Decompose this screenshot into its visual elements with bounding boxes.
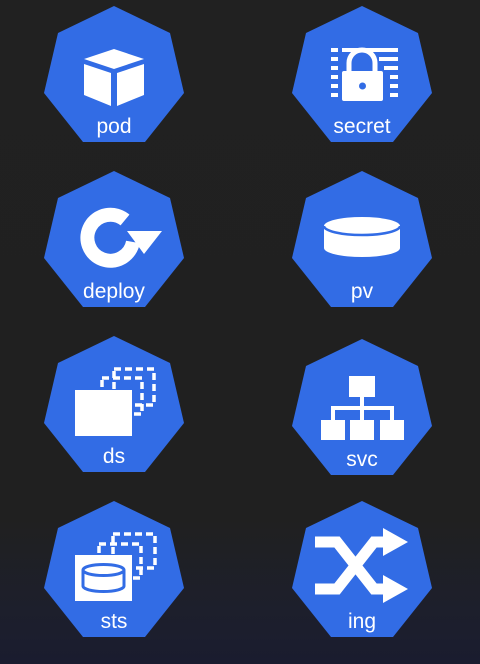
badge-label: ds xyxy=(102,445,126,468)
pod-badge: pod xyxy=(39,3,189,153)
sts-badge: sts xyxy=(39,498,189,648)
ds-stacked-pages-icon xyxy=(75,367,156,436)
svc-network-tree-icon xyxy=(321,376,404,440)
badge-label: pv xyxy=(350,280,374,303)
ing-badge: ing xyxy=(287,498,437,648)
badge-label: pod xyxy=(96,115,132,138)
badge-label: deploy xyxy=(83,280,145,303)
ds-badge: ds xyxy=(39,333,189,483)
deploy-rotate-icon xyxy=(80,207,162,268)
pv-badge: pv xyxy=(287,168,437,318)
deploy-badge: deploy xyxy=(39,168,189,318)
sts-stacked-db-icon xyxy=(75,532,157,601)
secret-badge: secret xyxy=(287,3,437,153)
svc-badge: svc xyxy=(287,336,437,486)
pod-cube-icon xyxy=(84,49,144,106)
badge-label: svc xyxy=(346,448,378,471)
secret-lock-icon xyxy=(331,47,398,101)
ing-shuffle-arrows-icon xyxy=(315,528,408,603)
badge-label: secret xyxy=(333,115,391,138)
badge-label: sts xyxy=(100,610,128,633)
badge-label: ing xyxy=(347,610,377,633)
pv-disk-icon xyxy=(322,217,402,257)
